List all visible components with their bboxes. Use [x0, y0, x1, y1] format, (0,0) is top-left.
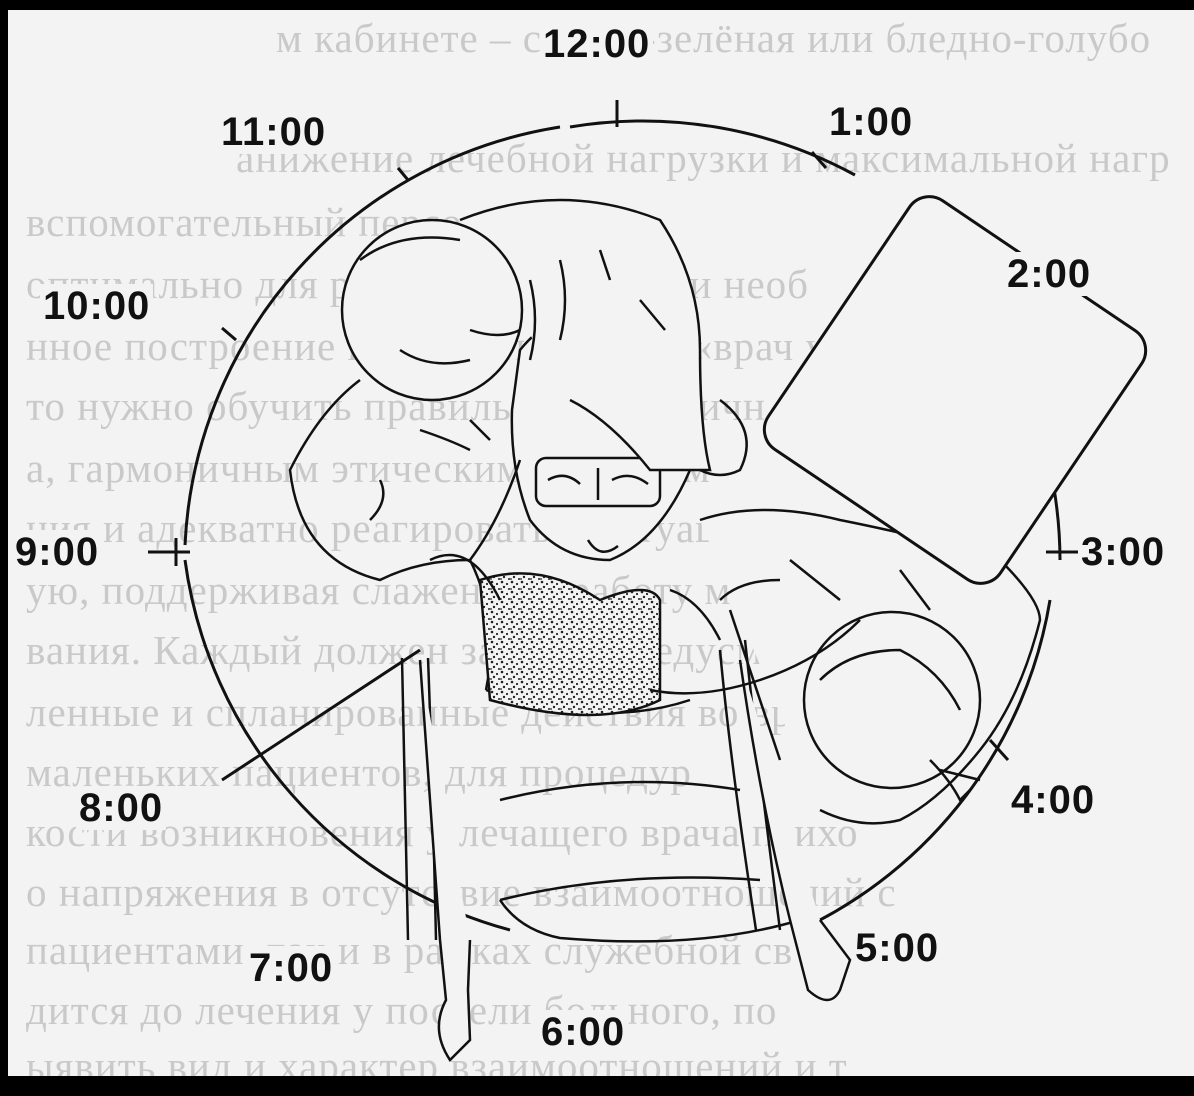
clock-label-8: 8:00	[76, 786, 166, 830]
clock-label-4: 4:00	[1008, 778, 1098, 822]
clock-label-9: 9:00	[12, 530, 102, 574]
patient-left-arm	[420, 660, 470, 1060]
tick-10	[222, 328, 236, 340]
clock-label-11: 11:00	[218, 110, 329, 154]
clock-label-7: 7:00	[246, 946, 336, 990]
clock-label-5: 5:00	[852, 926, 942, 970]
clock-label-10: 10:00	[40, 284, 153, 328]
clock-label-12: 12:00	[540, 22, 653, 66]
patient-bib	[480, 573, 660, 715]
tick-11	[398, 168, 408, 180]
dentist-head	[342, 220, 522, 400]
tick-8	[222, 650, 420, 780]
clock-label-6: 6:00	[538, 1010, 628, 1054]
clock-label-1: 1:00	[826, 100, 916, 144]
clock-label-2: 2:00	[1004, 252, 1094, 296]
clock-label-3: 3:00	[1078, 530, 1168, 574]
